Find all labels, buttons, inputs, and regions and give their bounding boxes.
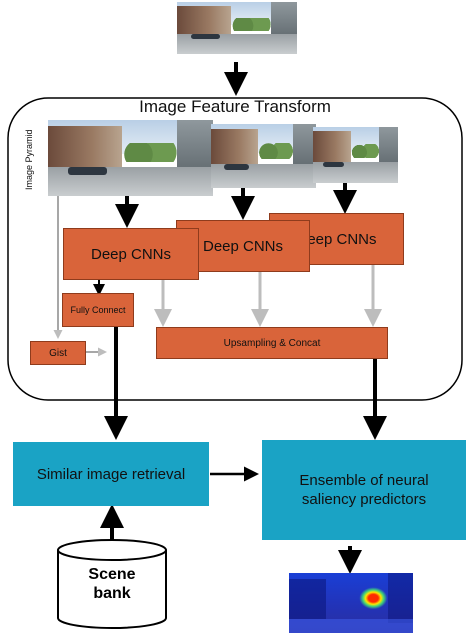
feature-transform-container xyxy=(7,97,463,401)
pyramid-image-2 xyxy=(211,124,316,188)
scene-bank-label: Scene bank xyxy=(88,566,136,602)
gist-box: Gist xyxy=(30,341,86,365)
image-pyramid-label: Image Pyramid xyxy=(24,129,34,190)
input-image xyxy=(177,2,297,54)
feature-transform-title: Image Feature Transform xyxy=(139,97,331,116)
upsampling-concat-box: Upsampling & Concat xyxy=(156,327,388,359)
saliency-output-image xyxy=(289,573,413,633)
ensemble-box: Ensemble of neural saliency predictors xyxy=(262,440,466,540)
scene-bank-cylinder xyxy=(57,539,167,629)
pyramid-image-1 xyxy=(48,120,213,196)
deep-cnns-box-1: Deep CNNs xyxy=(63,228,199,280)
pyramid-image-3 xyxy=(313,127,398,183)
fully-connect-box: Fully Connect xyxy=(62,293,134,327)
similar-image-retrieval-box: Similar image retrieval xyxy=(13,442,209,506)
